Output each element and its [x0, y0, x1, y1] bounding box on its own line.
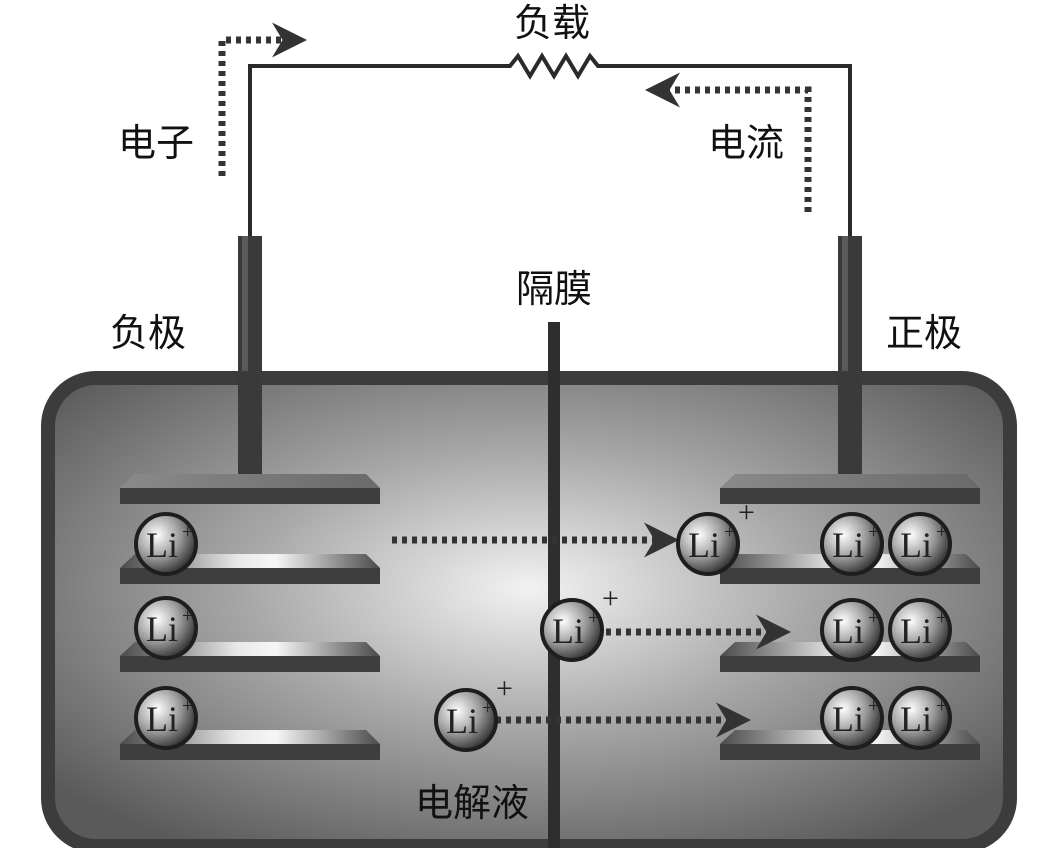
li-ion-symbol: Li [446, 701, 478, 741]
li-ion-charge-outer: + [496, 672, 513, 705]
li-ion: Li+ [134, 686, 198, 750]
li-ion: Li+ [134, 512, 198, 576]
li-ion-charge: + [182, 521, 193, 543]
li-ion-charge: + [868, 521, 879, 543]
anode-plate [120, 474, 380, 504]
cathode-label: 正极 [886, 311, 962, 355]
li-ion-charge: + [936, 607, 947, 629]
current-label: 电流 [708, 121, 784, 165]
circuit-wire [248, 52, 852, 238]
current-flow-arrow [645, 72, 812, 212]
li-ion-charge: + [182, 605, 193, 627]
separator [548, 322, 560, 848]
electrolyte-label: 电解液 [415, 781, 529, 825]
li-ion: Li++ [434, 672, 513, 752]
li-ion-symbol: Li [900, 699, 932, 739]
electron-label: 电子 [118, 121, 194, 165]
li-ion: Li+ [888, 512, 952, 576]
li-ion-charge: + [182, 695, 193, 717]
li-ion-symbol: Li [900, 525, 932, 565]
li-ion: Li+ [820, 686, 884, 750]
cathode-plate [720, 474, 980, 504]
li-ion-charge: + [936, 695, 947, 717]
li-ion-charge: + [724, 521, 735, 543]
electron-flow-arrow [218, 22, 307, 176]
li-ion-symbol: Li [146, 609, 178, 649]
li-ion-charge: + [936, 521, 947, 543]
li-ion-charge: + [588, 607, 599, 629]
li-ion-symbol: Li [146, 699, 178, 739]
li-ion: Li+ [820, 598, 884, 662]
li-ion-symbol: Li [832, 525, 864, 565]
li-ion-charge: + [868, 607, 879, 629]
li-ion-symbol: Li [552, 611, 584, 651]
li-ion: Li+ [888, 598, 952, 662]
anode-label: 负极 [110, 311, 186, 355]
load-label: 负载 [514, 1, 590, 45]
li-ion-symbol: Li [832, 611, 864, 651]
li-ion: Li++ [676, 496, 755, 576]
li-ion-charge-outer: + [602, 582, 619, 615]
li-ion-charge-outer: + [738, 496, 755, 529]
li-ion-symbol: Li [146, 525, 178, 565]
li-ion: Li+ [888, 686, 952, 750]
separator-label: 隔膜 [516, 267, 592, 311]
li-ion-symbol: Li [900, 611, 932, 651]
li-ion: Li+ [134, 596, 198, 660]
li-ion-symbol: Li [688, 525, 720, 565]
li-ion-charge: + [868, 695, 879, 717]
li-ion-symbol: Li [832, 699, 864, 739]
li-ion-charge: + [482, 697, 493, 719]
li-ion: Li++ [540, 582, 619, 662]
li-ions: Li+Li+Li+Li++Li++Li++Li+Li+Li+Li+Li+Li+ [134, 496, 952, 752]
li-ion: Li+ [820, 512, 884, 576]
